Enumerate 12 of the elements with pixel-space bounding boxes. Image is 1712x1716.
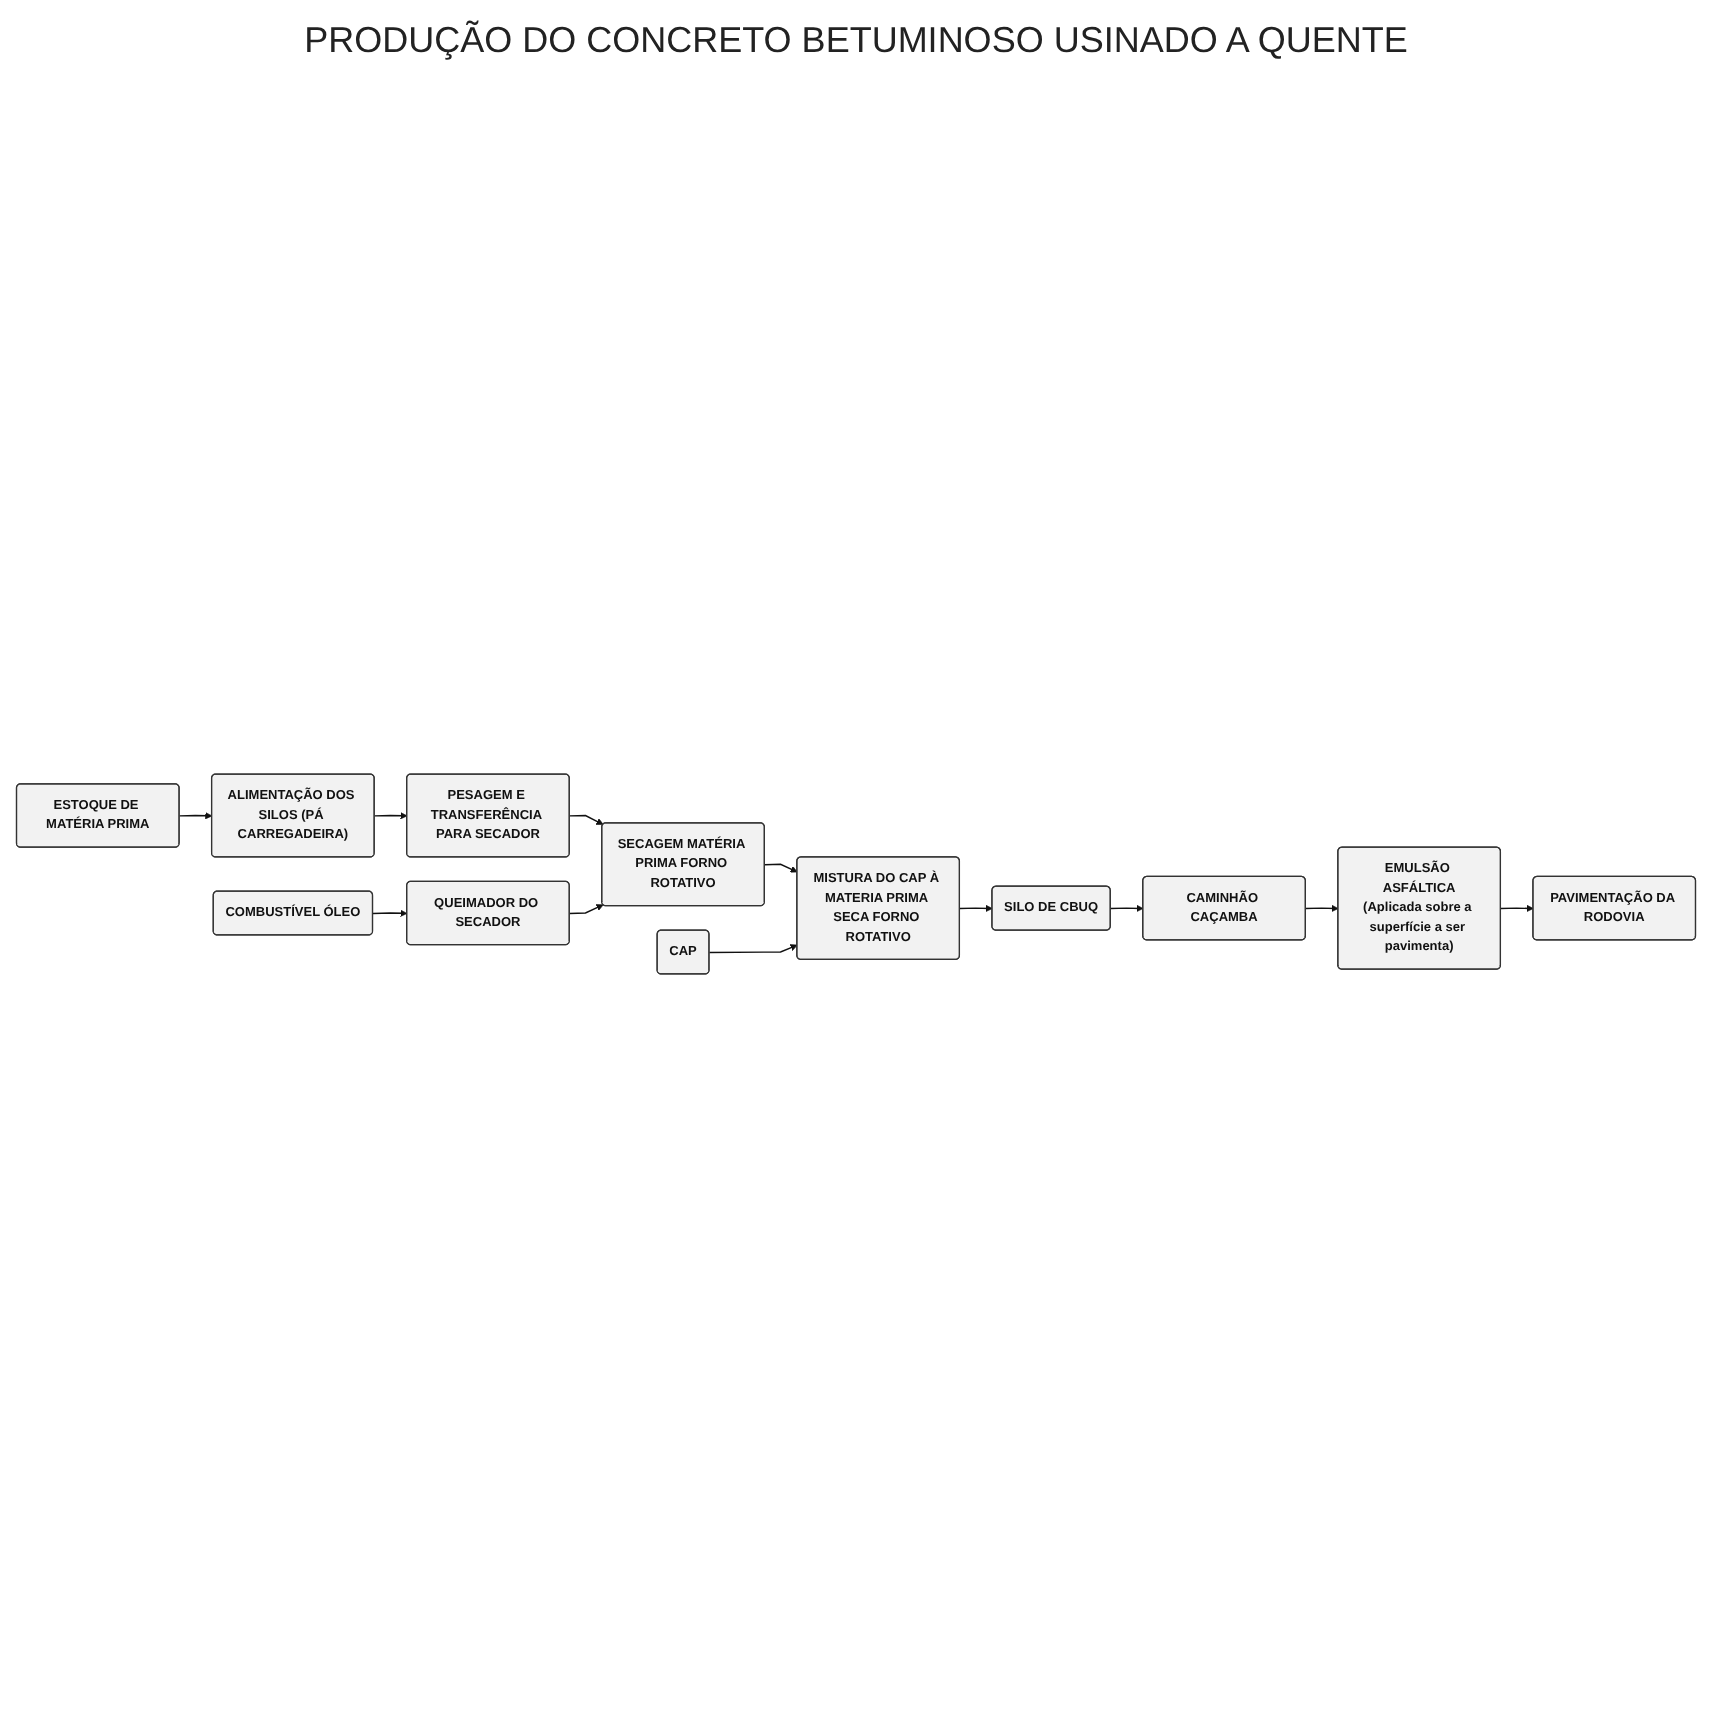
arrow (568, 814, 604, 825)
arrow (568, 904, 604, 915)
arrow (708, 944, 798, 954)
arrow (959, 904, 993, 912)
arrow (764, 863, 798, 873)
arrow (1305, 904, 1339, 912)
arrow (372, 909, 408, 917)
diagram-title: PRODUÇÃO DO CONCRETO BETUMINOSO USINADO A QUENTE (302, 20, 1410, 62)
arrow (1500, 904, 1534, 912)
arrow (1109, 904, 1144, 912)
arrow (178, 812, 213, 820)
arrow (373, 812, 408, 820)
